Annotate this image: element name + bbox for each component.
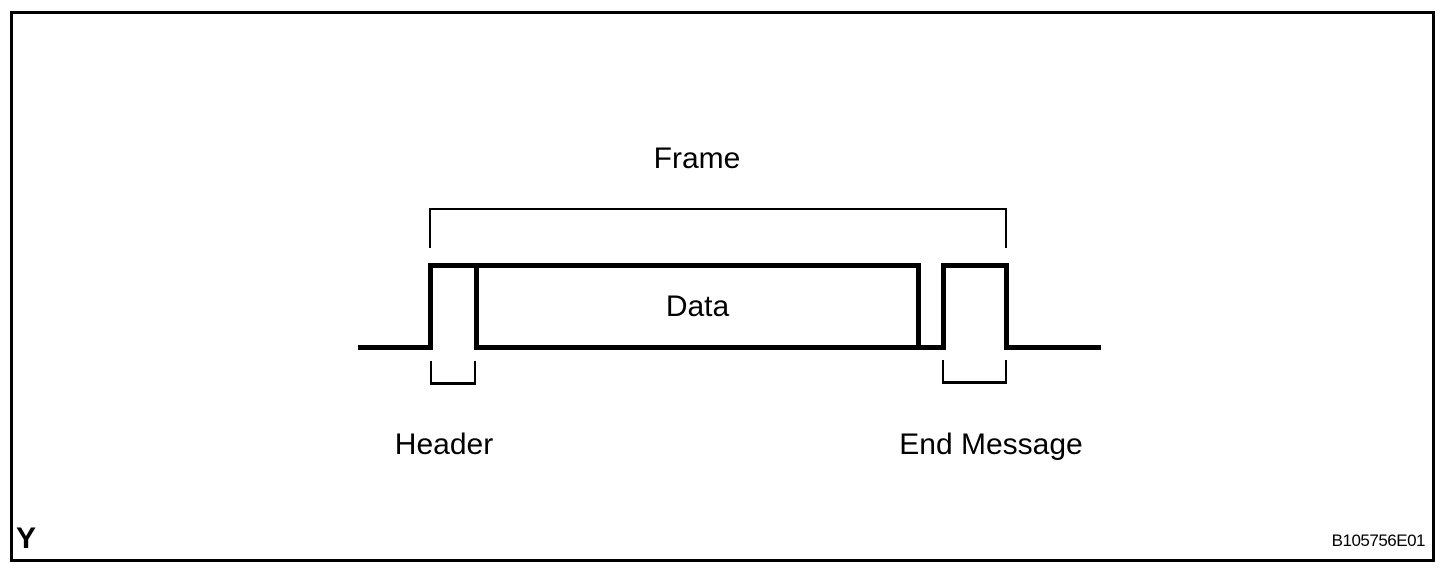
frame-label: Frame <box>653 142 741 175</box>
header-label: Header <box>394 428 494 461</box>
waveform-data-bottom <box>474 345 921 350</box>
waveform-header-divider <box>474 263 479 350</box>
end-message-bracket-icon <box>942 360 1007 384</box>
waveform-baseline-left <box>358 345 433 350</box>
waveform-end-right-edge <box>1004 263 1009 350</box>
waveform-baseline-right <box>1004 345 1101 350</box>
figure-code: B105756E01 <box>1331 531 1426 550</box>
data-label: Data <box>665 289 730 323</box>
waveform-baseline-mid <box>916 345 946 350</box>
header-bracket-icon <box>430 361 476 385</box>
end-message-label: End Message <box>899 428 1083 461</box>
diagram-border <box>10 11 1435 562</box>
frame-bracket-icon <box>429 208 1007 248</box>
waveform-data-right-edge <box>916 263 921 350</box>
waveform-header-left-edge <box>428 263 433 350</box>
waveform-top-line <box>428 263 921 268</box>
waveform-end-top <box>941 263 1009 268</box>
corner-mark: Y <box>16 522 37 555</box>
waveform-end-left-edge <box>941 263 946 350</box>
